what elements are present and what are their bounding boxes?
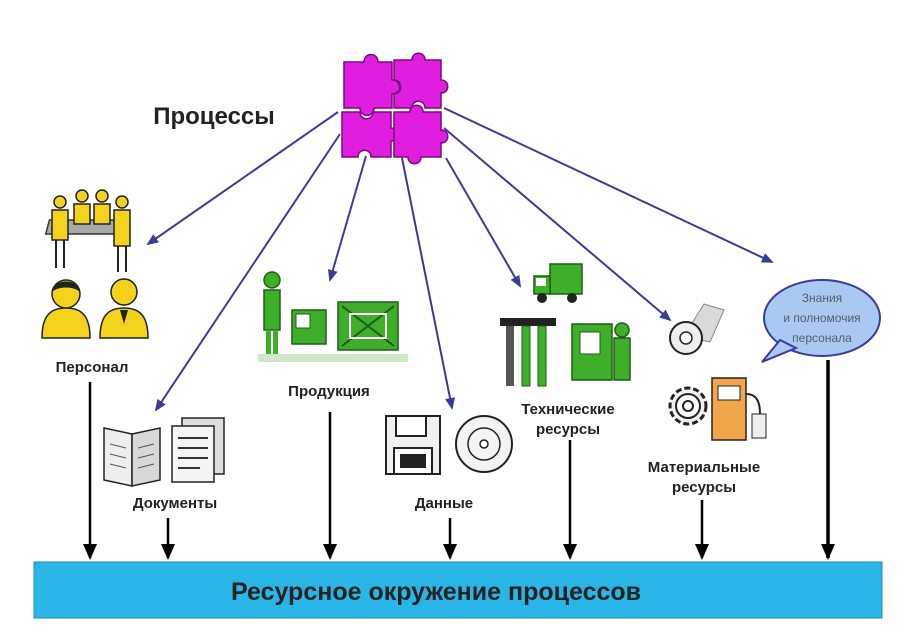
products-label: Продукция <box>288 383 370 400</box>
tools-icon <box>500 318 556 387</box>
compact-disc-icon <box>455 415 513 473</box>
processes-label: Процессы <box>153 103 275 130</box>
material-resources-label-line1: Материальные <box>648 459 760 476</box>
material-resources-label-line2: ресурсы <box>672 479 736 496</box>
open-book-icon <box>103 427 161 487</box>
puzzle-icon <box>341 52 449 165</box>
arrow-to-material <box>443 127 672 322</box>
roll-icon <box>669 303 725 355</box>
arrow-to-documents <box>154 133 341 412</box>
floppy-disk-icon <box>385 415 441 475</box>
resource-arrows <box>83 360 835 560</box>
worker-with-boxes-icon <box>258 271 408 362</box>
document-pages-icon <box>171 417 225 483</box>
woman-avatar-icon <box>41 279 91 339</box>
data-label: Данные <box>415 495 473 512</box>
fuel-pump-icon <box>711 377 767 441</box>
documents-label: Документы <box>133 495 217 512</box>
technical-resources-label-line2: ресурсы <box>536 421 600 438</box>
knowledge-speech-bubble: Знания и полномочия персонала <box>761 279 881 363</box>
arrow-to-technical <box>445 157 522 288</box>
knowledge-label-line3: персонала <box>792 331 852 345</box>
truck-icon <box>533 263 583 303</box>
process-arrows <box>146 107 774 412</box>
machine-operator-icon <box>571 322 631 381</box>
man-avatar-icon <box>99 278 149 339</box>
resource-environment-label: Ресурсное окружение процессов <box>231 578 641 606</box>
knowledge-label-line2: и полномочия <box>783 311 860 325</box>
arrow-to-data <box>401 157 455 410</box>
meeting-people-icon <box>44 189 131 272</box>
arrow-to-products <box>327 155 367 282</box>
personnel-label: Персонал <box>56 359 129 376</box>
gear-icon <box>668 386 708 426</box>
arrow-to-knowledge <box>443 107 774 263</box>
arrow-to-personnel <box>146 111 339 246</box>
knowledge-label-line1: Знания <box>802 291 842 305</box>
resource-environment-bar <box>33 561 883 619</box>
technical-resources-label-line1: Технические <box>521 401 614 418</box>
